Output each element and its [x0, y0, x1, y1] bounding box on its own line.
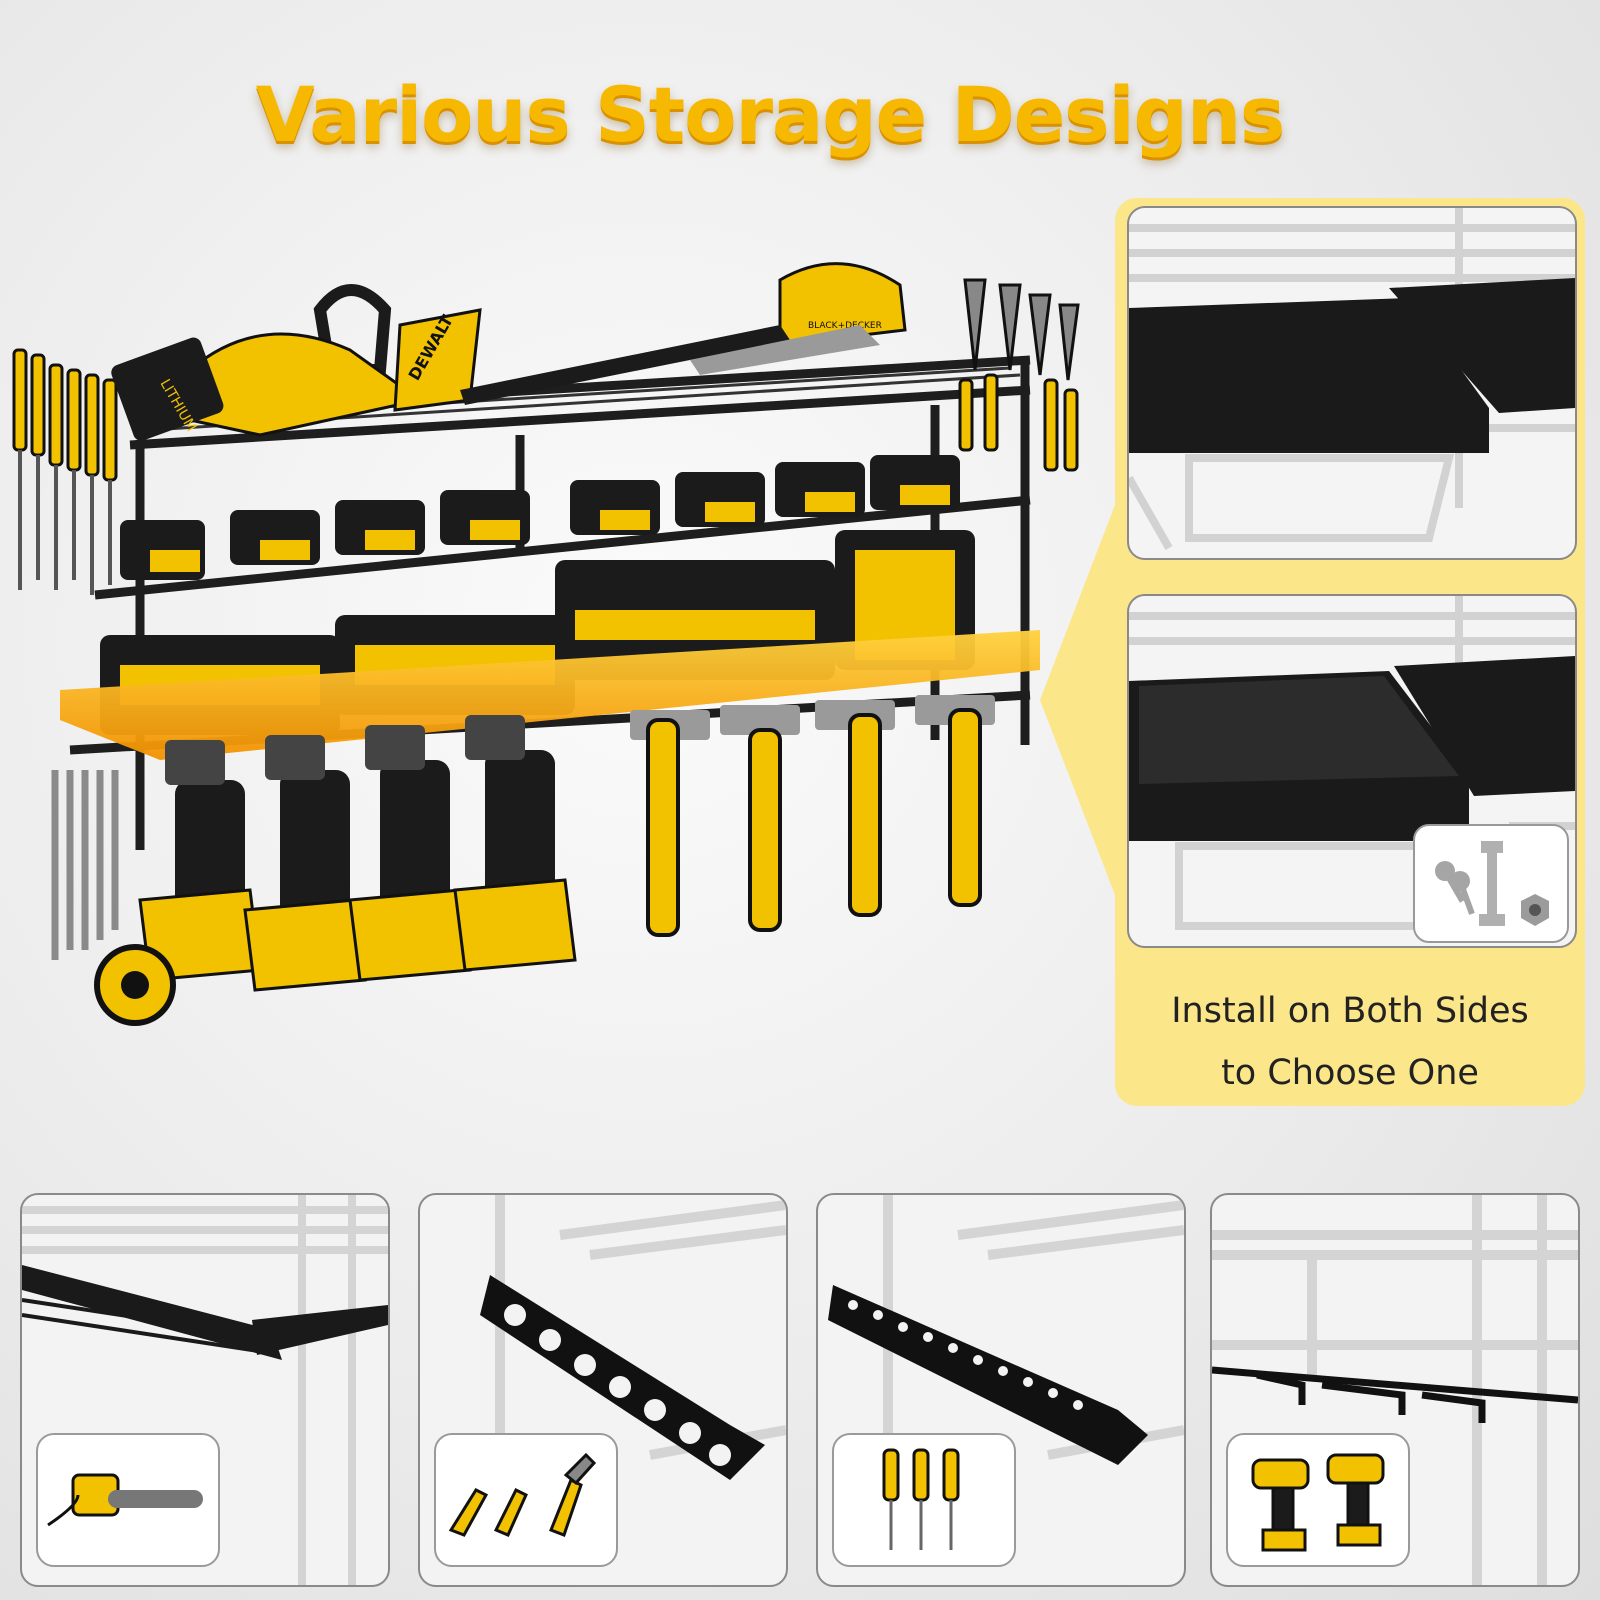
tray-shelf-option-image	[1127, 594, 1577, 948]
tool-rack-hero-image: LITHIUM DEWALT BLACK+DECKER	[12, 262, 1080, 1026]
feature-tile-screwdriver-rail	[816, 1193, 1186, 1587]
hanging-hammers	[630, 695, 995, 937]
tape-measure	[94, 944, 176, 1026]
pliers-right	[958, 278, 1080, 472]
page-title: Various Storage Designs	[255, 70, 1286, 159]
pliers-badge	[434, 1433, 618, 1567]
hanging-wrenches	[51, 770, 119, 960]
battery-row	[120, 455, 960, 580]
drill-icon	[1251, 1453, 1385, 1552]
install-caption-line-2: to Choose One	[1221, 1053, 1479, 1093]
trimmer-brand-label: BLACK+DECKER	[808, 321, 882, 331]
screwdrivers-left	[12, 348, 118, 595]
screw-icon	[1435, 861, 1475, 915]
pliers-icon	[448, 1452, 597, 1537]
feature-tile-plier-rail	[418, 1193, 788, 1587]
install-caption: Install on Both Sides to Choose One	[1115, 980, 1585, 1104]
chainsaw-icon	[47, 1473, 203, 1527]
nut-icon	[1521, 894, 1549, 926]
drill-badge	[1226, 1433, 1410, 1567]
bolt-icon	[1479, 841, 1505, 926]
screwdriver-icon	[882, 1448, 960, 1502]
install-caption-line-1: Install on Both Sides	[1171, 991, 1529, 1031]
top-shelf-tools: LITHIUM DEWALT BLACK+DECKER	[111, 262, 907, 441]
mounting-hardware-badge	[1413, 824, 1569, 943]
feature-tile-drill-hanger	[1210, 1193, 1580, 1587]
chainsaw-badge	[36, 1433, 220, 1567]
screwdriver-badge	[832, 1433, 1016, 1567]
flat-shelf-option-image	[1127, 206, 1577, 560]
feature-tile-slotted-shelf	[20, 1193, 390, 1587]
hanging-drills	[138, 715, 577, 992]
highlighted-shelf	[60, 630, 1040, 760]
